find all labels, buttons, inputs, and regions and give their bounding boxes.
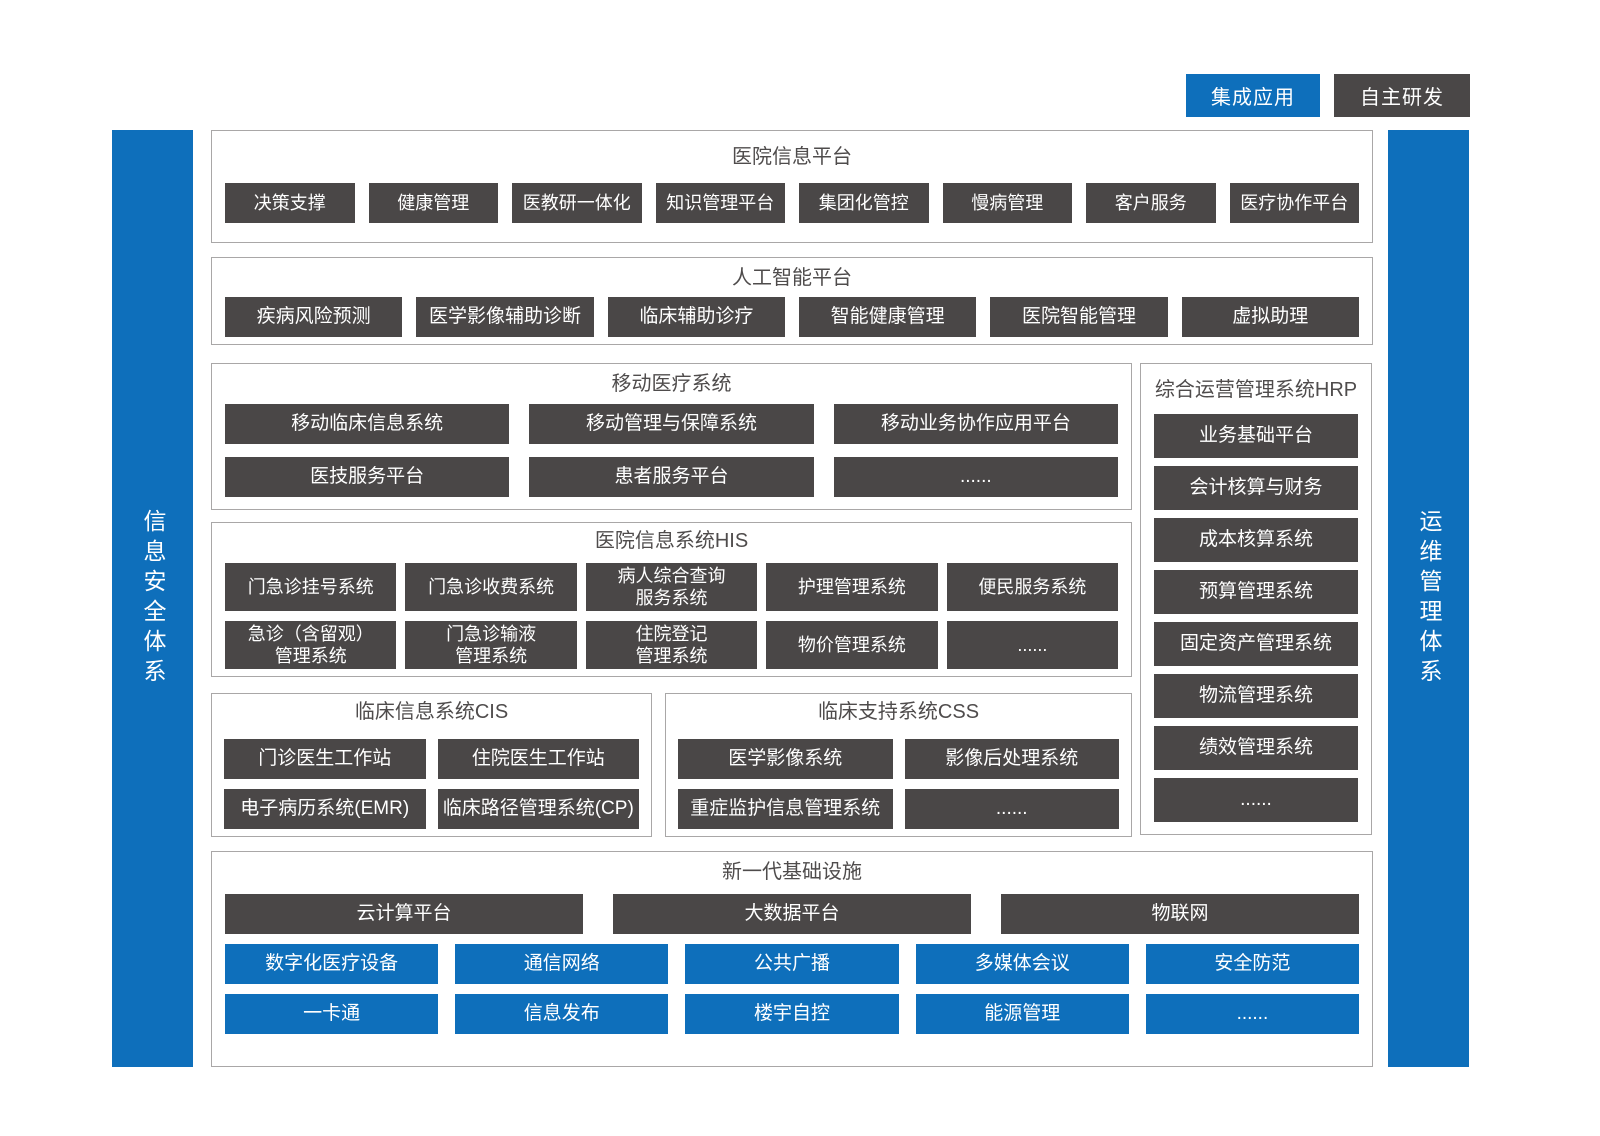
node-column: 业务基础平台 会计核算与财务 成本核算系统 预算管理系统 固定资产管理系统 物流… [1141,414,1371,822]
diagram-node: 绩效管理系统 [1154,726,1358,770]
diagram-node: 临床辅助诊疗 [607,297,785,337]
diagram-node: 移动临床信息系统 [225,404,510,444]
ops-management-sidebar: 运维管理体系 [1388,130,1469,1067]
diagram-node: 住院医生工作站 [437,739,639,779]
diagram-node: 影像后处理系统 [904,739,1119,779]
diagram-node: 住院登记 管理系统 [585,621,758,669]
diagram-node: 医技服务平台 [225,457,510,497]
diagram-node: 知识管理平台 [655,183,785,223]
diagram-node: 医学影像辅助诊断 [416,297,594,337]
diagram-node: 会计核算与财务 [1154,466,1358,510]
diagram-node: 云计算平台 [225,894,583,934]
diagram-node: 物联网 [1001,894,1359,934]
diagram-node-ellipsis: ...... [946,621,1119,669]
section-his: 医院信息系统HIS 门急诊挂号系统 门急诊收费系统 病人综合查询 服务系统 护理… [211,522,1132,677]
diagram-node: 楼宇自控 [685,994,899,1034]
diagram-node: 疾病风险预测 [225,297,403,337]
diagram-node: 重症监护信息管理系统 [678,789,893,829]
diagram-node-ellipsis: ...... [1154,778,1358,822]
diagram-node: 物流管理系统 [1154,674,1358,718]
diagram-node: 门急诊输液 管理系统 [405,621,577,669]
section-title: 新一代基础设施 [722,861,862,883]
section-title: 医院信息平台 [732,146,852,168]
diagram-node: 急诊（含留观） 管理系统 [225,621,397,669]
section-title: 临床支持系统CSS [817,701,980,723]
section-hospital-info-platform: 医院信息平台 决策支撑 健康管理 医教研一体化 知识管理平台 集团化管控 慢病管… [211,130,1373,243]
section-mobile-medical: 移动医疗系统 移动临床信息系统 移动管理与保障系统 移动业务协作应用平台 医技服… [211,363,1132,510]
legend-self-developed: 自主研发 [1334,74,1470,117]
section-title: 人工智能平台 [732,267,852,289]
info-security-sidebar-label: 信息安全体系 [140,508,166,689]
diagram-node: 客户服务 [1086,183,1216,223]
diagram-node: 虚拟助理 [1181,297,1359,337]
diagram-node: 公共广播 [685,944,899,984]
diagram-node: 能源管理 [915,994,1129,1034]
info-security-sidebar: 信息安全体系 [112,130,193,1067]
section-infrastructure: 新一代基础设施 云计算平台 大数据平台 物联网 数字化医疗设备 通信网络 公共广… [211,851,1373,1067]
diagram-node: 电子病历系统(EMR) [224,789,426,829]
diagram-node: 护理管理系统 [766,563,938,611]
diagram-node: 大数据平台 [613,894,971,934]
diagram-node: 通信网络 [455,944,669,984]
node-row: 门急诊挂号系统 门急诊收费系统 病人综合查询 服务系统 护理管理系统 便民服务系… [212,563,1131,611]
section-title: 医院信息系统HIS [594,530,749,552]
node-row: 一卡通 信息发布 楼宇自控 能源管理 ...... [212,994,1372,1034]
section-title: 移动医疗系统 [611,373,732,395]
diagram-node: 多媒体会议 [915,944,1129,984]
section-css: 临床支持系统CSS 医学影像系统 影像后处理系统 重症监护信息管理系统 ....… [665,693,1132,837]
diagram-node-ellipsis: ...... [904,789,1119,829]
node-row: 数字化医疗设备 通信网络 公共广播 多媒体会议 安全防范 [212,944,1372,984]
diagram-node: 业务基础平台 [1154,414,1358,458]
diagram-node: 物价管理系统 [766,621,938,669]
node-row: 重症监护信息管理系统 ...... [666,789,1131,829]
node-row: 门诊医生工作站 住院医生工作站 [212,739,651,779]
section-ai-platform: 人工智能平台 疾病风险预测 医学影像辅助诊断 临床辅助诊疗 智能健康管理 医院智… [211,257,1373,345]
node-row: 医学影像系统 影像后处理系统 [666,739,1131,779]
node-row: 医技服务平台 患者服务平台 ...... [212,457,1131,497]
node-row: 电子病历系统(EMR) 临床路径管理系统(CP) [212,789,651,829]
diagram-node: 医学影像系统 [678,739,893,779]
diagram-node: 医教研一体化 [512,183,642,223]
diagram-node: 智能健康管理 [798,297,977,337]
diagram-node: 固定资产管理系统 [1154,622,1358,666]
section-title: 综合运营管理系统HRP [1154,379,1358,401]
ops-management-sidebar-label: 运维管理体系 [1416,508,1442,689]
diagram-node-ellipsis: ...... [1145,994,1360,1034]
diagram-node: 集团化管控 [799,183,929,223]
diagram-node: 门诊医生工作站 [224,739,426,779]
diagram-node: 医院智能管理 [990,297,1168,337]
section-cis: 临床信息系统CIS 门诊医生工作站 住院医生工作站 电子病历系统(EMR) 临床… [211,693,652,837]
diagram-node: 门急诊收费系统 [405,563,577,611]
diagram-node: 预算管理系统 [1154,570,1358,614]
node-row: 急诊（含留观） 管理系统 门急诊输液 管理系统 住院登记 管理系统 物价管理系统… [212,621,1131,669]
diagram-node-ellipsis: ...... [833,457,1118,497]
diagram-node: 移动管理与保障系统 [529,404,814,444]
diagram-node: 门急诊挂号系统 [225,563,397,611]
diagram-node: 一卡通 [225,994,439,1034]
node-row: 云计算平台 大数据平台 物联网 [212,894,1372,934]
node-row: 疾病风险预测 医学影像辅助诊断 临床辅助诊疗 智能健康管理 医院智能管理 虚拟助… [212,297,1372,337]
diagram-node: 医疗协作平台 [1229,183,1359,223]
diagram-node: 安全防范 [1145,944,1360,984]
diagram-node: 慢病管理 [942,183,1072,223]
diagram-node: 移动业务协作应用平台 [833,404,1118,444]
diagram-node: 便民服务系统 [946,563,1119,611]
diagram-node: 决策支撑 [225,183,355,223]
legend-integrated-application: 集成应用 [1186,74,1320,117]
diagram-node: 健康管理 [368,183,498,223]
diagram-node: 信息发布 [455,994,669,1034]
section-hrp: 综合运营管理系统HRP 业务基础平台 会计核算与财务 成本核算系统 预算管理系统… [1140,363,1372,835]
diagram-node: 成本核算系统 [1154,518,1358,562]
node-row: 决策支撑 健康管理 医教研一体化 知识管理平台 集团化管控 慢病管理 客户服务 … [212,183,1372,223]
diagram-node: 临床路径管理系统(CP) [437,789,639,829]
diagram-node: 病人综合查询 服务系统 [585,563,758,611]
node-row: 移动临床信息系统 移动管理与保障系统 移动业务协作应用平台 [212,404,1131,444]
diagram-node: 数字化医疗设备 [225,944,439,984]
diagram-node: 患者服务平台 [529,457,814,497]
section-title: 临床信息系统CIS [354,701,509,723]
